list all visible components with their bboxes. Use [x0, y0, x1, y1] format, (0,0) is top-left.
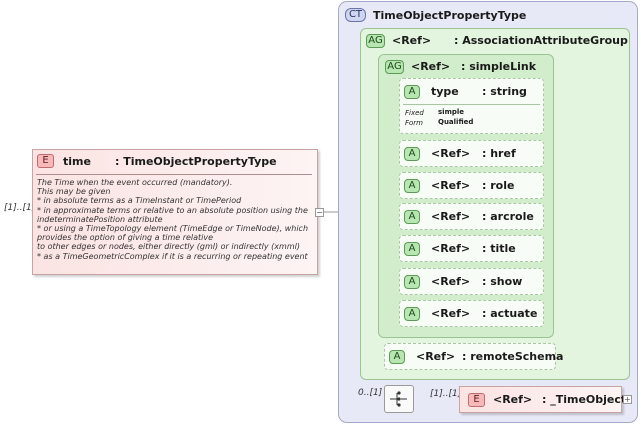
- remote-schema-attribute[interactable]: A <Ref> : remoteSchema: [384, 343, 563, 370]
- attribute-name: : show: [482, 275, 523, 288]
- attribute-ref: <Ref>: [431, 242, 471, 255]
- collapse-toggle[interactable]: −: [315, 208, 324, 217]
- attribute-group-ref: <Ref>: [392, 34, 432, 47]
- doc-line: * in absolute terms as a TimeInstant or …: [37, 196, 242, 206]
- doc-line: indeterminatePosition attribute: [37, 214, 163, 224]
- type-attribute-type: : string: [482, 85, 527, 98]
- type-attribute-name: type: [431, 85, 459, 98]
- form-value: Qualified: [438, 118, 474, 126]
- attribute-badge: A: [404, 85, 420, 99]
- time-object-ref: <Ref>: [493, 393, 533, 406]
- element-type: : TimeObjectPropertyType: [115, 155, 277, 168]
- attribute-badge: A: [389, 350, 405, 364]
- attribute-ref: <Ref>: [431, 275, 471, 288]
- attribute-name: : actuate: [482, 307, 538, 320]
- time-element-box[interactable]: E time : TimeObjectPropertyType The Time…: [32, 149, 318, 275]
- doc-line: The Time when the event occurred (mandat…: [37, 178, 233, 187]
- attribute-badge: A: [404, 307, 420, 321]
- fixed-label: Fixed: [405, 109, 424, 117]
- doc-line: to other edges or nodes, either directly…: [37, 242, 300, 252]
- attribute-name: : remoteSchema: [462, 350, 564, 363]
- href-attribute[interactable]: A <Ref> : href: [399, 140, 544, 167]
- simple-link-ref: <Ref>: [411, 60, 451, 73]
- attribute-ref: <Ref>: [431, 147, 471, 160]
- attribute-name: : role: [482, 179, 515, 192]
- attribute-badge: A: [404, 242, 420, 256]
- doc-line: * as a TimeGeometricComplex if it is a r…: [37, 251, 308, 261]
- sequence-icon: [390, 391, 407, 407]
- attribute-ref: <Ref>: [431, 210, 471, 223]
- attribute-name: : arcrole: [482, 210, 534, 223]
- doc-line: provides the option of giving a time rel…: [37, 233, 214, 243]
- doc-line: * or using a TimeTopology element (TimeE…: [37, 224, 309, 233]
- title-attribute[interactable]: A <Ref> : title: [399, 235, 544, 262]
- arcrole-attribute[interactable]: A <Ref> : arcrole: [399, 203, 544, 230]
- attribute-group-name: : AssociationAttributeGroup: [454, 34, 628, 47]
- simple-link-badge: AG: [385, 60, 404, 74]
- type-attribute[interactable]: A type : string Fixed simple Form Qualif…: [399, 78, 544, 134]
- element-badge: E: [468, 393, 485, 407]
- element-name: time: [63, 155, 91, 168]
- attribute-badge: A: [404, 147, 420, 161]
- actuate-attribute[interactable]: A <Ref> : actuate: [399, 300, 544, 327]
- role-attribute[interactable]: A <Ref> : role: [399, 172, 544, 199]
- sequence-compositor[interactable]: [384, 385, 414, 413]
- element-cardinality: [1]..[1]: [4, 203, 36, 213]
- sequence-cardinality: 0..[1]: [358, 388, 383, 398]
- form-label: Form: [405, 119, 424, 127]
- element-badge: E: [37, 154, 54, 168]
- time-object-cardinality: [1]..[1]: [430, 389, 462, 399]
- time-object-element[interactable]: E <Ref> : _TimeObject: [459, 386, 626, 413]
- show-attribute[interactable]: A <Ref> : show: [399, 268, 544, 295]
- element-divider: [36, 174, 312, 175]
- doc-line: * in approximate terms or relative to an…: [37, 205, 308, 215]
- attribute-ref: <Ref>: [431, 307, 471, 320]
- expand-toggle[interactable]: +: [623, 395, 632, 404]
- attribute-badge: A: [404, 179, 420, 193]
- fixed-value: simple: [438, 108, 465, 116]
- attribute-badge: A: [404, 210, 420, 224]
- attribute-badge: A: [404, 275, 420, 289]
- time-object-name: : _TimeObject: [542, 393, 627, 406]
- complex-type-name: TimeObjectPropertyType: [373, 9, 527, 22]
- doc-line: This may be given: [37, 187, 111, 197]
- attribute-divider: [403, 104, 540, 105]
- simple-link-name: : simpleLink: [461, 60, 537, 73]
- attribute-name: : title: [482, 242, 516, 255]
- attribute-name: : href: [482, 147, 516, 160]
- attribute-group-badge: AG: [366, 34, 385, 48]
- attribute-ref: <Ref>: [431, 179, 471, 192]
- attribute-ref: <Ref>: [416, 350, 456, 363]
- complex-type-badge: CT: [345, 8, 366, 22]
